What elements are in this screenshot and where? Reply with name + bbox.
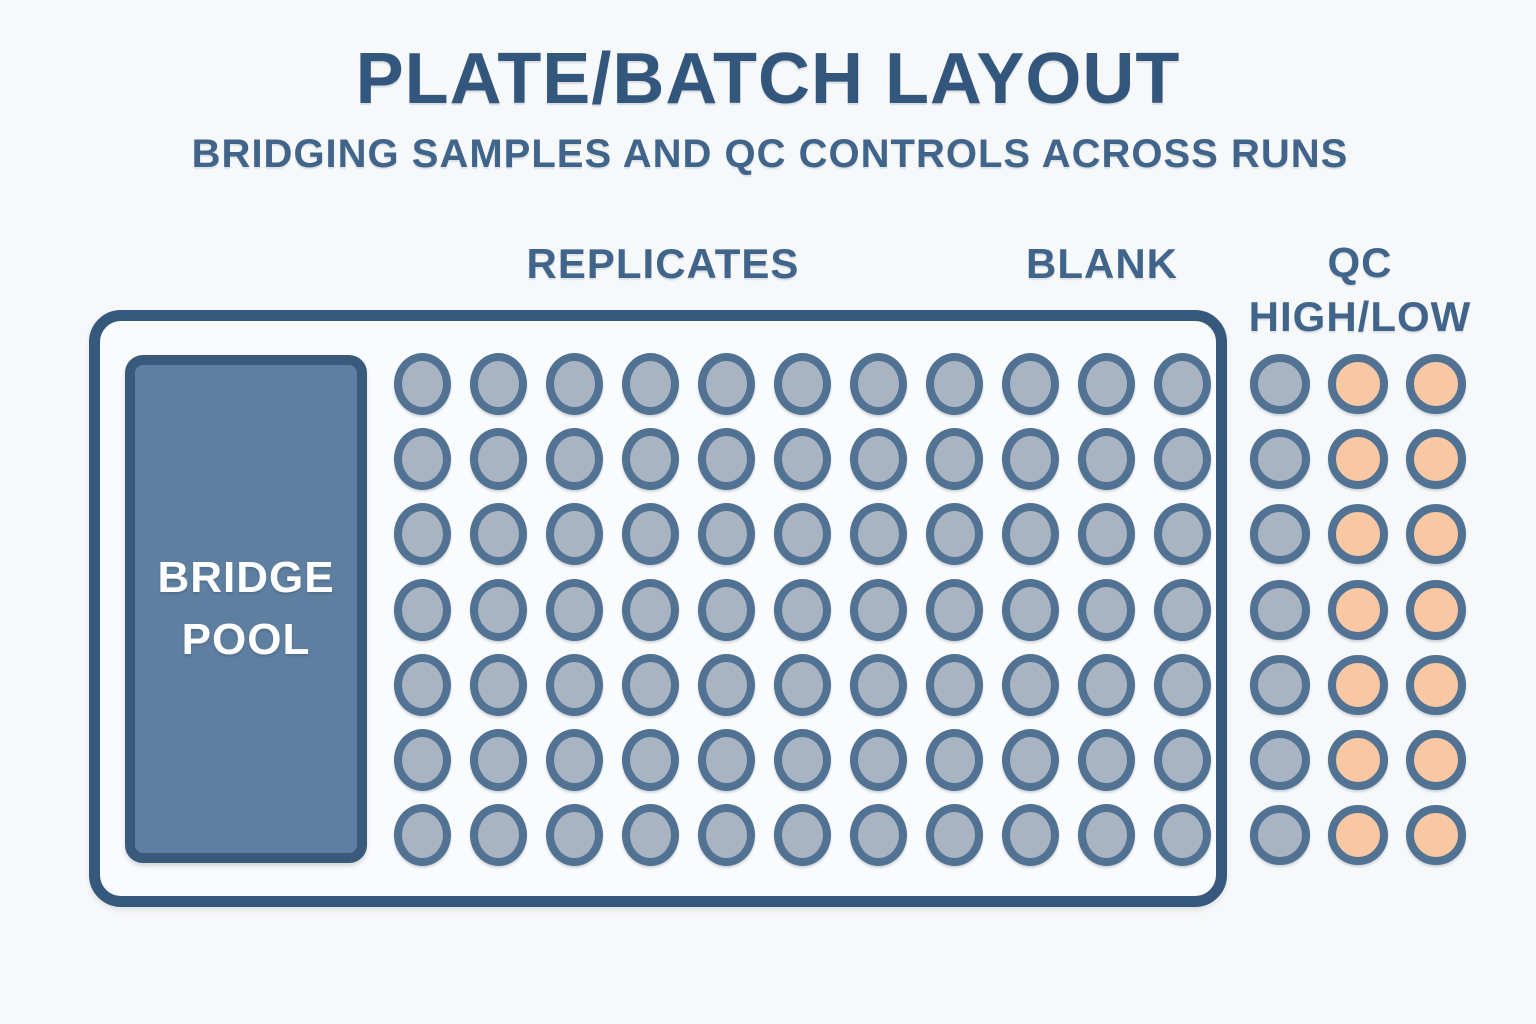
label-qc-line2: HIGH/LOW xyxy=(1248,293,1472,340)
bridge-replicate-well xyxy=(1250,354,1310,414)
qc-control-well xyxy=(1406,429,1466,490)
qc-control-well xyxy=(1328,504,1388,565)
bridge-pool-line1: BRIDGE xyxy=(157,553,335,602)
bridge-pool: BRIDGE POOL xyxy=(125,355,367,863)
qc-control-well xyxy=(1328,654,1388,715)
bridge-pool-line2: POOL xyxy=(181,615,311,664)
qc-control-well xyxy=(1406,579,1466,640)
bridge-replicate-well xyxy=(1250,429,1310,490)
bridge-replicate-well xyxy=(1250,579,1310,640)
qc-control-well xyxy=(1328,579,1388,640)
label-replicates: REPLICATES xyxy=(526,240,800,287)
page-subtitle: BRIDGING SAMPLES AND QC CONTROLS ACROSS … xyxy=(191,132,1349,176)
bridge-replicate-well xyxy=(1250,805,1310,866)
bridge-replicate-well xyxy=(1250,729,1310,790)
label-qc-line1: QC xyxy=(1327,239,1393,286)
qc-control-well xyxy=(1406,805,1466,866)
label-qc-high-low: QC HIGH/LOW xyxy=(1210,236,1510,344)
qc-control-well xyxy=(1406,504,1466,565)
page-title: PLATE/BATCH LAYOUT xyxy=(355,39,1181,119)
label-blank: BLANK xyxy=(1026,240,1178,287)
qc-control-well xyxy=(1406,354,1466,414)
qc-control-well xyxy=(1328,805,1388,866)
qc-control-well xyxy=(1406,729,1466,790)
bridge-replicate-well xyxy=(1250,504,1310,565)
bridge-replicate-well xyxy=(1250,654,1310,715)
bridge-pool-label: BRIDGE POOL xyxy=(157,547,334,671)
qc-control-well xyxy=(1328,354,1388,414)
qc-control-well xyxy=(1328,429,1388,490)
qc-control-well xyxy=(1328,729,1388,790)
qc-control-well xyxy=(1406,654,1466,715)
